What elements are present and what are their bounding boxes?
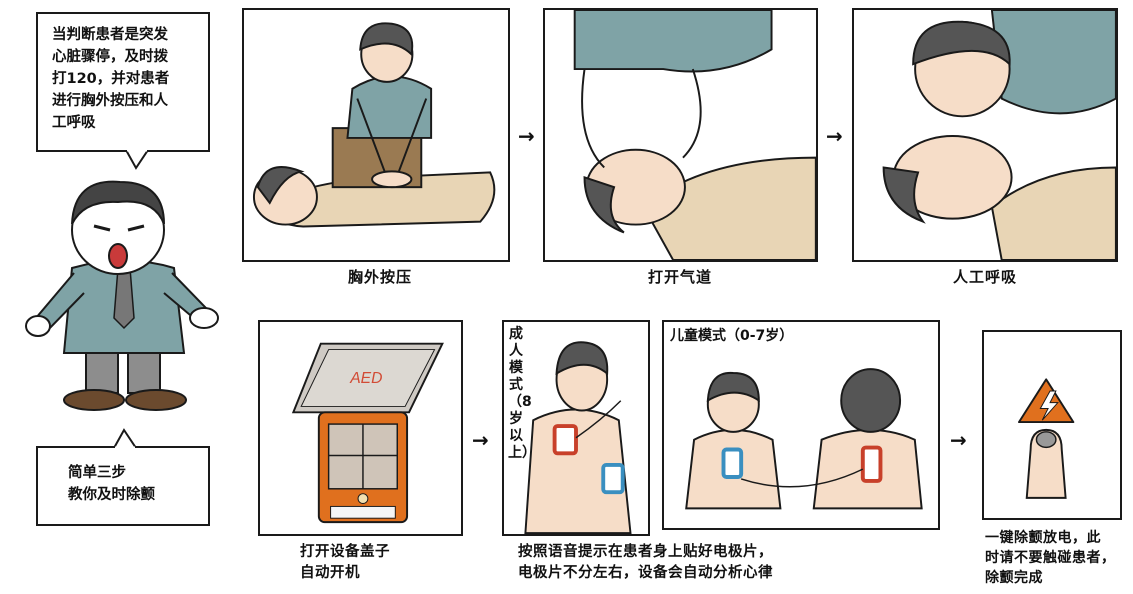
aed-lid-label: AED: [349, 370, 382, 387]
caption-shock: 一键除颤放电，此 时请不要触碰患者， 除颤完成: [985, 528, 1116, 588]
shock-button-icon: [1018, 378, 1075, 499]
arrow-icon: →: [950, 428, 967, 452]
caption-open-airway: 打开气道: [647, 268, 712, 286]
caption-line: 按照语音提示在患者身上贴好电极片，: [518, 544, 773, 560]
panel-chest-compression: [242, 8, 510, 262]
speech-line: 当判断患者是突发: [52, 27, 168, 43]
doctor-character-illustration: [25, 180, 219, 411]
note-bubble: 简单三步 教你及时除颤: [36, 446, 210, 526]
speech-line: 心脏骤停，及时拨: [52, 49, 168, 65]
caption-line: 电极片不分左右，设备会自动分析心律: [518, 565, 773, 581]
panel-rescue-breathing: [852, 8, 1118, 262]
note-bubble-tail: [112, 428, 138, 448]
speech-line: 工呼吸: [52, 115, 96, 131]
caption-rescue-breathing: 人工呼吸: [952, 268, 1017, 286]
caption-line: 一键除颤放电，此: [985, 530, 1101, 546]
speech-bubble: 当判断患者是突发 心脏骤停，及时拨 打120，并对患者 进行胸外按压和人 工呼吸: [36, 12, 210, 152]
rescue-breathing-icon: [882, 10, 1116, 260]
arrow-icon: →: [518, 124, 535, 148]
speech-line: 打120，并对患者: [52, 71, 170, 87]
open-airway-icon: [573, 10, 816, 260]
child-pads-icon: [685, 368, 923, 510]
adult-mode-label: 成人模式（8岁以上）: [508, 326, 536, 461]
note-line: 简单三步: [68, 465, 126, 481]
arrow-icon: →: [472, 428, 489, 452]
note-line: 教你及时除颤: [68, 487, 155, 503]
panel-adult-pads: [502, 320, 650, 536]
adult-pads-icon: [524, 341, 632, 534]
caption-pads: 按照语音提示在患者身上贴好电极片， 电极片不分左右，设备会自动分析心律: [518, 542, 773, 584]
aed-device-icon: AED: [291, 342, 444, 524]
panel-open-airway: [543, 8, 818, 262]
arrow-icon: →: [826, 124, 843, 148]
speech-line: 进行胸外按压和人: [52, 93, 168, 109]
panel-aed-device: AED: [258, 320, 463, 536]
child-mode-label: 儿童模式（0-7岁）: [670, 328, 794, 344]
caption-line: 自动开机: [300, 565, 360, 581]
caption-line: 时请不要触碰患者，: [985, 550, 1116, 566]
caption-line: 打开设备盖子: [300, 544, 390, 560]
caption-chest-compression: 胸外按压: [347, 268, 412, 286]
panel-child-pads: [662, 320, 940, 530]
panel-shock-button: [982, 330, 1122, 520]
chest-compression-icon: [252, 22, 496, 228]
caption-line: 除颤完成: [985, 570, 1043, 586]
caption-aed: 打开设备盖子 自动开机: [300, 542, 390, 584]
speech-bubble-tail: [124, 150, 150, 170]
